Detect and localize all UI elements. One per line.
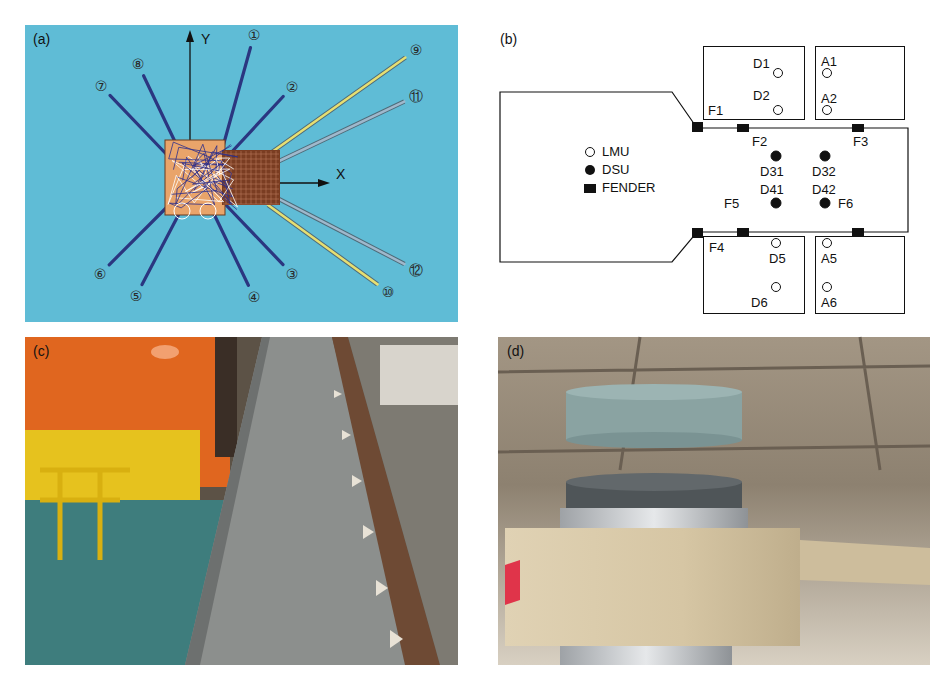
legend-text: FENDER <box>602 180 655 195</box>
panel-label: (a) <box>33 31 50 47</box>
callout-number: ③ <box>286 266 299 282</box>
callout-number: ⑥ <box>94 266 107 282</box>
legend-text: LMU <box>602 144 629 159</box>
callout-number: ④ <box>248 289 261 305</box>
sensor-label: F4 <box>709 240 724 255</box>
sensor-label: D41 <box>760 182 784 197</box>
callout-number: ⑤ <box>130 288 143 304</box>
callout-number: ⑩ <box>382 284 395 300</box>
legend-sample <box>586 148 595 157</box>
sensor-label: A6 <box>821 295 837 310</box>
panel-label: (d) <box>507 343 524 359</box>
callout-number: ② <box>286 79 299 95</box>
sensor-label: A1 <box>821 54 837 69</box>
sensor-label: F2 <box>752 134 767 149</box>
legend-sample <box>585 165 595 175</box>
axis-label: Y <box>201 31 210 47</box>
sensor-label: D6 <box>751 295 768 310</box>
sensor-label: A5 <box>821 251 837 266</box>
sensor-label: D32 <box>812 164 836 179</box>
callout-number: ① <box>248 27 261 43</box>
sensor-label: D2 <box>753 88 770 103</box>
mooring-model <box>109 30 405 285</box>
sensor-label: D31 <box>760 164 784 179</box>
legend-samples <box>584 148 596 194</box>
sensor-label: F5 <box>724 196 739 211</box>
sensor-label: A2 <box>821 91 837 106</box>
callout-number: ⑧ <box>132 56 145 72</box>
sensor-block: F4D5D6 <box>703 236 805 314</box>
sensor-label: F1 <box>708 103 723 118</box>
sensor-block: A1A2 <box>815 46 905 120</box>
bearing-render <box>498 337 930 665</box>
sensor-label: D1 <box>753 56 770 71</box>
callout-number: ⑦ <box>95 78 108 94</box>
sensor-label: D42 <box>812 182 836 197</box>
site-photo <box>25 337 458 665</box>
sensor-label: D5 <box>769 251 786 266</box>
callout-number: ⑨ <box>410 42 423 58</box>
fender-marks <box>692 122 864 238</box>
legend-text: DSU <box>602 162 629 177</box>
legend-sample <box>584 184 596 193</box>
sensor-label: F6 <box>838 196 853 211</box>
callout-number: ⑪ <box>409 88 423 104</box>
panel-label: (b) <box>500 31 517 47</box>
sensor-block: D1D2F1 <box>703 46 805 120</box>
sea-background <box>25 25 458 322</box>
callout-number: ⑫ <box>409 262 423 278</box>
sensor-label: F3 <box>853 134 868 149</box>
sensor-block: A5A6 <box>815 236 905 314</box>
panel-label: (c) <box>33 343 49 359</box>
axis-label: X <box>336 166 345 182</box>
